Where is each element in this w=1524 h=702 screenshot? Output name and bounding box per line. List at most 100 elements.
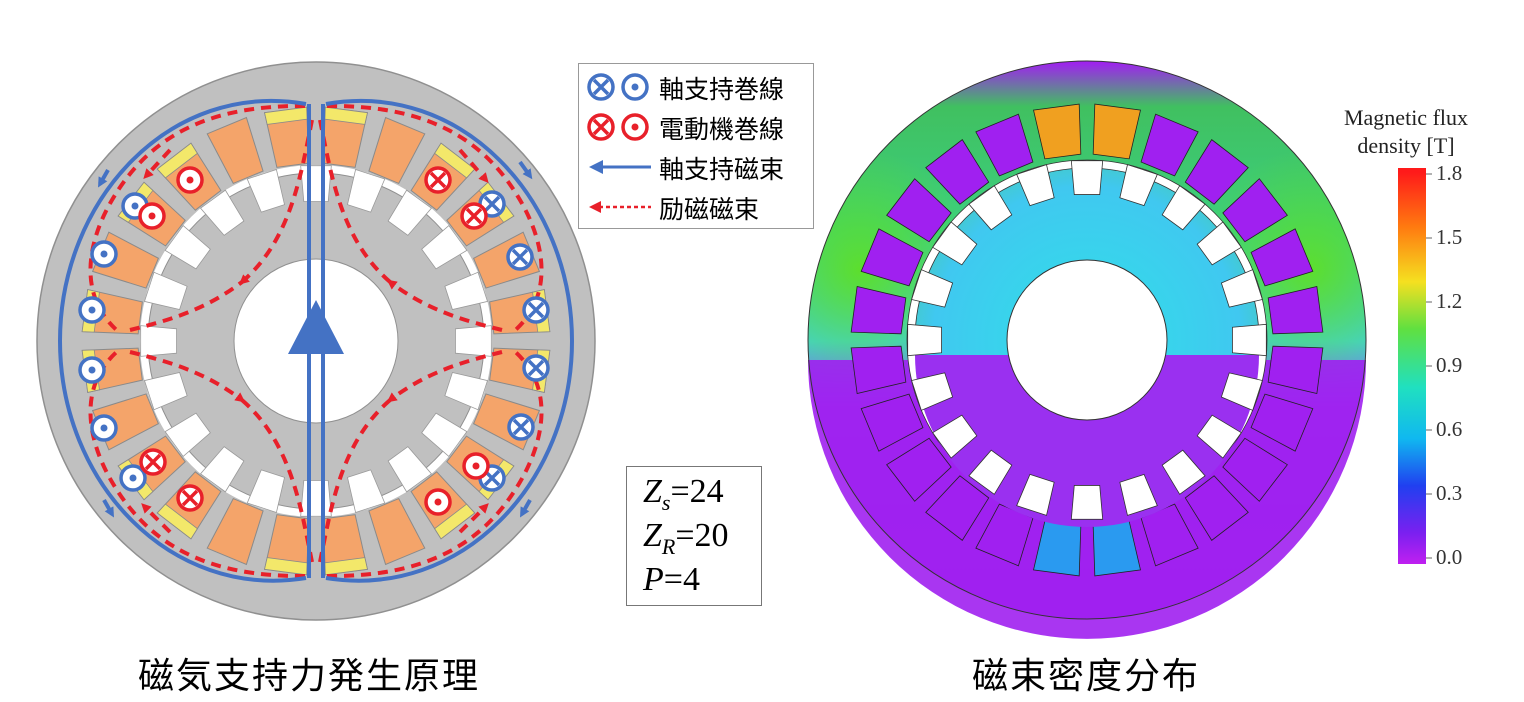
right-motor xyxy=(807,60,1367,639)
colorbar-tick-label: 1.2 xyxy=(1436,289,1463,313)
rotor-slot xyxy=(199,446,245,493)
stator-slot-flux xyxy=(860,393,924,452)
winding-cross-mark xyxy=(429,171,447,189)
colorbar-tick-label: 0.6 xyxy=(1436,417,1463,441)
rotor-slot-flux xyxy=(932,414,978,459)
stator-slot-flux xyxy=(850,345,907,394)
rotor-slot-flux xyxy=(1232,323,1267,357)
stator-slot-bar xyxy=(156,142,198,179)
stator-slot-flux xyxy=(1267,345,1324,394)
rotor-slot xyxy=(300,165,332,202)
rotor-slots xyxy=(140,165,492,517)
stator-slot-flux xyxy=(1222,437,1288,502)
winding-dot-center xyxy=(472,462,480,470)
rotor-slot xyxy=(387,189,433,236)
bearing-winding-icon xyxy=(587,73,649,101)
winding-cross-mark xyxy=(512,418,530,436)
winding-dot-center xyxy=(186,176,194,184)
legend-item-bearing-flux: 軸支持磁束 xyxy=(579,148,813,184)
winding-cross-mark xyxy=(527,301,545,319)
stator-slot-flux xyxy=(925,139,990,205)
stator-slot-bar xyxy=(264,557,308,576)
stator-slot-winding xyxy=(206,116,264,185)
winding-dot-center xyxy=(100,424,108,432)
stator-slot-winding xyxy=(368,116,426,185)
winding-cross-mark xyxy=(527,359,545,377)
winding-dot-center xyxy=(434,498,442,506)
colorbar-ticks xyxy=(1426,173,1432,559)
stator-slot-flux xyxy=(975,113,1034,177)
stator-slot-flux xyxy=(886,178,952,243)
caption-left: 磁気支持力発生原理 xyxy=(138,656,481,697)
red-dashed-arrow-icon xyxy=(589,201,651,213)
legend-item-excitation-flux: 励磁磁束 xyxy=(579,188,813,224)
motor-winding-icon xyxy=(587,113,649,141)
rotor-slot-flux xyxy=(1016,473,1055,516)
parameter-box: Zs=24 ZR=20 P=4 xyxy=(626,466,762,606)
rotor-slot xyxy=(347,168,386,213)
stator-slot-flux xyxy=(1267,286,1324,335)
rotor-slots-flux xyxy=(907,160,1267,520)
rotor-slot xyxy=(246,168,285,213)
bearing-force-arrow xyxy=(288,300,344,354)
rotor-slot-flux xyxy=(1220,269,1263,308)
rotor-slot-flux xyxy=(1070,160,1104,195)
stator-slot-flux xyxy=(1184,475,1249,541)
stator-slot-bar xyxy=(264,106,308,125)
stator-slot-flux xyxy=(886,437,952,502)
rotor-slot-flux xyxy=(1119,164,1158,207)
rotor-slot xyxy=(143,271,188,310)
stator-slot-bar xyxy=(156,503,198,540)
rotor-bore-flux xyxy=(1006,259,1168,421)
stator-slot-flux xyxy=(1250,228,1314,287)
winding-dot-center xyxy=(129,474,137,482)
colorbar-tick-label: 0.9 xyxy=(1436,353,1463,377)
colorbar-tick-label: 1.5 xyxy=(1436,225,1463,249)
legend-label: 軸支持巻線 xyxy=(659,75,785,104)
rotor-slot xyxy=(199,189,245,236)
param-zs: Zs=24 xyxy=(643,473,724,515)
rotor-slot xyxy=(421,224,468,270)
rotor-slot-flux xyxy=(968,449,1013,495)
colorbar-title: Magnetic flux density [T] xyxy=(1343,105,1469,158)
stator-slot-flux xyxy=(1033,103,1082,160)
rotor-slot-flux xyxy=(1161,449,1206,495)
rotor-flux-bottom xyxy=(915,355,1259,527)
stator-slot-flux xyxy=(925,475,990,541)
winding-dot-center xyxy=(88,366,96,374)
winding-symbols xyxy=(78,166,550,516)
winding-cross-mark xyxy=(483,195,501,213)
outer-rim xyxy=(807,60,1367,620)
colorbar xyxy=(1398,168,1426,564)
winding-dot-center xyxy=(148,212,156,220)
rotor-slot-flux xyxy=(1119,473,1158,516)
rotor-slot-flux xyxy=(1196,414,1242,459)
rotor-slot xyxy=(444,271,489,310)
stator-slot-flux xyxy=(850,286,907,335)
legend: 軸支持巻線 電動機巻線 軸支持磁束 励磁磁束 xyxy=(578,63,814,229)
stator-slot-winding xyxy=(368,497,426,566)
param-p: P=4 xyxy=(643,561,700,598)
winding-dot-center xyxy=(131,202,139,210)
winding-dot-center xyxy=(100,250,108,258)
rotor-slot xyxy=(164,412,211,458)
colorbar-tick-label: 0.0 xyxy=(1436,545,1463,569)
rotor-slot-flux xyxy=(911,269,954,308)
stator-slot-flux xyxy=(1250,393,1314,452)
winding-cross-mark xyxy=(181,489,199,507)
stator-slot-bar xyxy=(324,557,368,576)
legend-label: 軸支持磁束 xyxy=(659,155,785,184)
stator-slots-flux xyxy=(850,103,1324,577)
rotor-slot xyxy=(246,469,285,514)
rotor-slot-flux xyxy=(1016,164,1055,207)
blue-arrow-icon xyxy=(589,160,651,174)
rotor-slot xyxy=(347,469,386,514)
rotor-slot-flux xyxy=(911,372,954,411)
stator-slot-flux xyxy=(1140,113,1199,177)
stator-slot-winding xyxy=(206,497,264,566)
rotor-slot-flux xyxy=(1070,485,1104,520)
rotor-slot-flux xyxy=(1220,372,1263,411)
stator-slot-flux xyxy=(860,228,924,287)
